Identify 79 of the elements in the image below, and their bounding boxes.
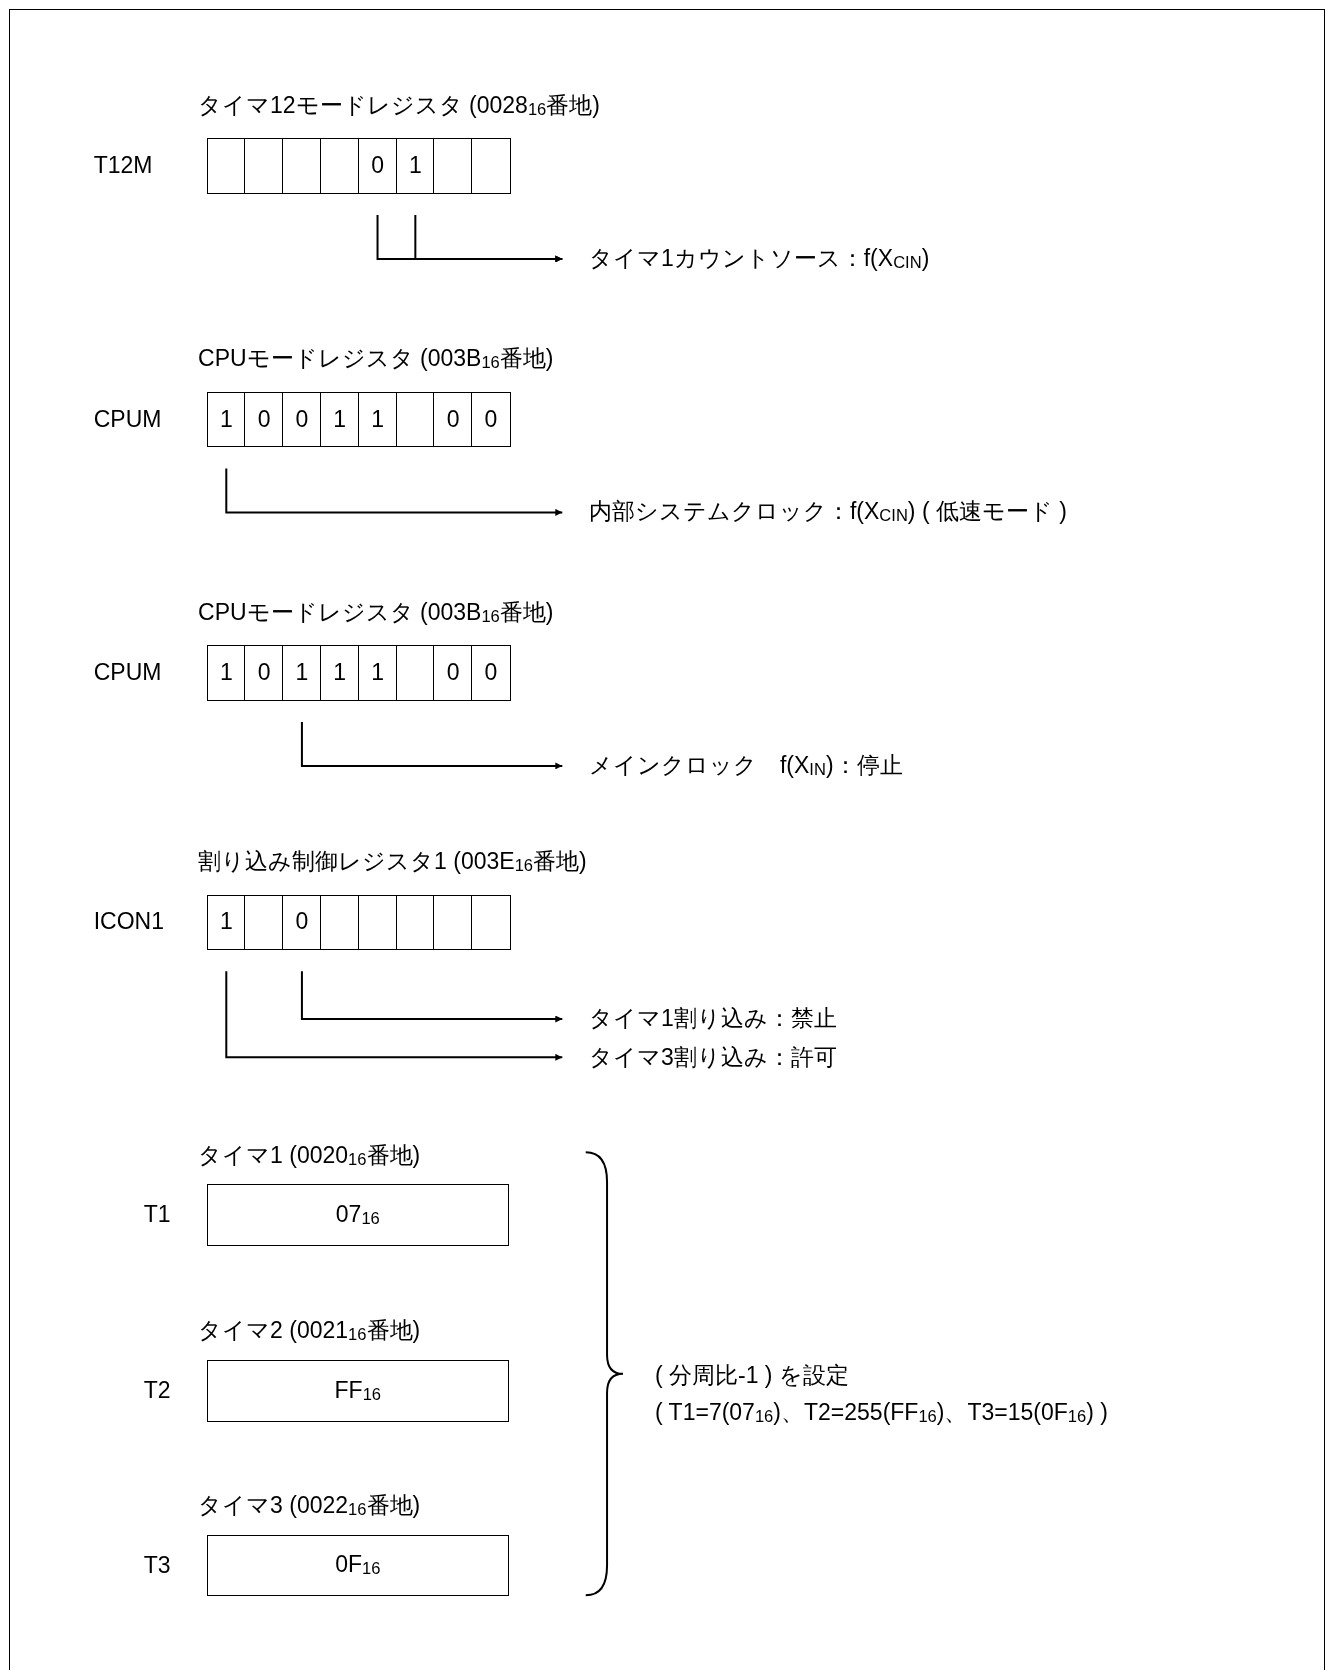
bit-value: 0 bbox=[446, 405, 460, 434]
register-name: T2 bbox=[143, 1377, 171, 1405]
setting-text: 内部システムクロック：f(X$_{CIN}$) ( 低速モード ) bbox=[588, 498, 1067, 527]
register-title: タイマ3 (0022$_{16}$番地) bbox=[198, 1492, 421, 1521]
setting-text: タイマ1割り込み：禁止 bbox=[588, 1005, 837, 1033]
bit-value: 1 bbox=[219, 908, 233, 937]
bit-cell bbox=[433, 894, 473, 950]
arrow bbox=[300, 970, 564, 1023]
arrow bbox=[225, 467, 564, 516]
bit-cell bbox=[282, 894, 322, 950]
register-title: 割り込み制御レジスタ1 (003E$_{16}$番地) bbox=[198, 847, 587, 877]
bit-cell bbox=[395, 138, 436, 194]
register-value: FF$_{16}$ bbox=[334, 1376, 382, 1406]
register-value: 0F$_{16}$ bbox=[335, 1551, 381, 1580]
register-name: T12M bbox=[93, 152, 153, 180]
bit-cell bbox=[244, 894, 284, 950]
bit-cell bbox=[395, 894, 436, 950]
bit-value: 0 bbox=[257, 405, 271, 434]
bit-cell bbox=[357, 894, 398, 950]
bit-cell bbox=[320, 138, 360, 194]
register-title: タイマ12モードレジスタ (0028$_{16}$番地) bbox=[198, 91, 600, 120]
register-name: CPUM bbox=[93, 659, 162, 687]
setting-text: タイマ1カウントソース：f(X$_{CIN}$) bbox=[588, 244, 930, 274]
register-title: タイマ1 (0020$_{16}$番地) bbox=[198, 1141, 421, 1170]
bit-value: 0 bbox=[295, 405, 309, 434]
bit-value: 1 bbox=[408, 152, 422, 180]
bit-cell bbox=[244, 391, 284, 448]
bit-value: 1 bbox=[371, 659, 384, 687]
register-title: タイマ2 (0021$_{16}$番地) bbox=[198, 1317, 421, 1346]
bit-value: 1 bbox=[333, 405, 347, 434]
bit-cell bbox=[282, 138, 322, 194]
bit-cell bbox=[282, 645, 322, 701]
arrow bbox=[225, 970, 564, 1061]
bit-cell bbox=[206, 391, 246, 448]
bit-cell bbox=[433, 645, 473, 701]
bit-value: 1 bbox=[333, 659, 347, 687]
bit-cell bbox=[357, 645, 398, 701]
bit-value: 0 bbox=[257, 659, 271, 687]
bit-cell bbox=[357, 138, 398, 194]
bit-cell bbox=[471, 391, 511, 448]
register-title: CPUモードレジスタ (003B$_{16}$番地) bbox=[198, 345, 554, 374]
bit-value: 0 bbox=[446, 659, 460, 687]
bit-value: 1 bbox=[295, 659, 309, 687]
bit-value: 0 bbox=[484, 659, 498, 687]
bit-cell bbox=[206, 894, 246, 950]
bit-cell bbox=[395, 645, 436, 701]
bit-cell bbox=[320, 645, 360, 701]
bit-cell bbox=[244, 645, 284, 701]
arrow bbox=[300, 721, 564, 770]
bit-cell bbox=[244, 138, 284, 194]
bit-cell bbox=[471, 138, 511, 194]
bit-cell bbox=[282, 391, 322, 448]
register-name: ICON1 bbox=[93, 908, 164, 937]
bit-value: 0 bbox=[371, 152, 384, 180]
bit-cell bbox=[395, 391, 436, 448]
bit-value: 1 bbox=[219, 659, 233, 687]
register-name: CPUM bbox=[93, 405, 162, 434]
bit-cell bbox=[433, 391, 473, 448]
bit-value: 0 bbox=[295, 908, 309, 937]
register-title: CPUモードレジスタ (003B$_{16}$番地) bbox=[198, 598, 554, 627]
bit-cell bbox=[206, 645, 246, 701]
setting-text: タイマ3割り込み：許可 bbox=[588, 1043, 837, 1072]
bit-cell bbox=[320, 894, 360, 950]
register-value: 07$_{16}$ bbox=[335, 1200, 380, 1230]
bit-cell bbox=[471, 894, 511, 950]
register-name: T3 bbox=[143, 1551, 171, 1580]
arrow bbox=[414, 214, 564, 263]
bit-cell bbox=[471, 645, 511, 701]
note-text: ( T1=7(07$_{16}$)、T2=255(FF$_{16}$)、T3=15(0F$_{16}$) ) bbox=[654, 1399, 1108, 1428]
register-name: T1 bbox=[143, 1201, 171, 1229]
bit-cell bbox=[433, 138, 473, 194]
bit-cell bbox=[320, 391, 360, 448]
bit-value: 1 bbox=[219, 405, 233, 434]
bit-cell bbox=[357, 391, 398, 448]
bit-cell bbox=[206, 138, 246, 194]
note-text: ( 分周比-1 ) を設定 bbox=[654, 1361, 849, 1390]
bit-value: 0 bbox=[484, 405, 498, 434]
setting-text: メインクロック f(X$_{IN}$)：停止 bbox=[588, 751, 903, 781]
bit-value: 1 bbox=[371, 405, 384, 434]
